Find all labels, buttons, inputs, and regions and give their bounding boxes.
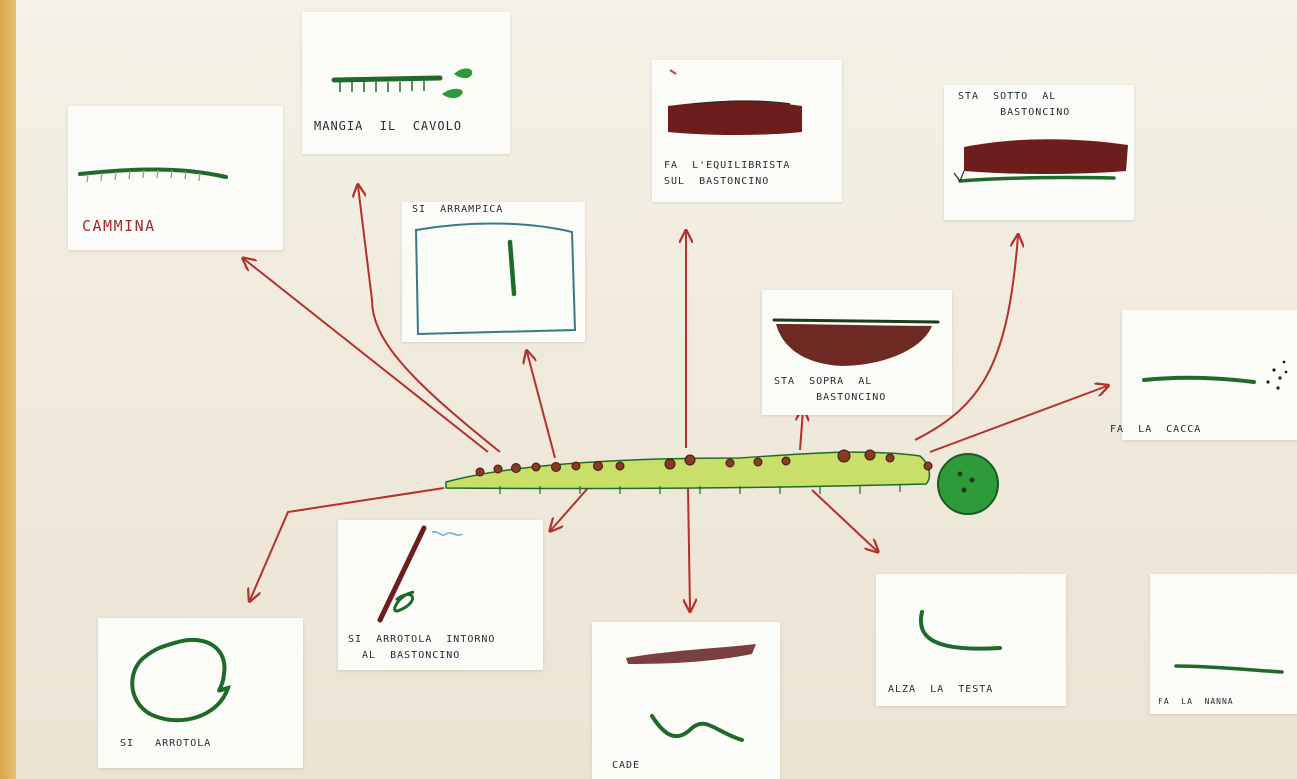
card-label-sotto: STA SOTTO AL BASTONCINO — [958, 89, 1070, 121]
card-label-mangia: MANGIA IL CAVOLO — [314, 118, 462, 134]
card-arrampica: SI ARRAMPICA — [402, 202, 585, 342]
poop-caterpillar-drawing — [1122, 310, 1297, 440]
card-label-cammina: CAMMINA — [82, 218, 156, 234]
card-sopra: STA SOPRA AL BASTONCINO — [762, 290, 952, 415]
climbing-caterpillar-drawing — [402, 202, 585, 342]
card-label-arrampica: SI ARRAMPICA — [412, 202, 503, 218]
card-equilibrista: FA L'EQUILIBRISTA SUL BASTONCINO — [652, 60, 842, 202]
card-nanna: FA LA NANNA — [1150, 574, 1297, 714]
card-label-sopra: STA SOPRA AL BASTONCINO — [774, 374, 886, 406]
card-label-equilibrista: FA L'EQUILIBRISTA SUL BASTONCINO — [664, 158, 790, 190]
card-label-arrotola: SI ARROTOLA — [120, 736, 211, 752]
card-arrotola-intorno: SI ARROTOLA INTORNO AL BASTONCINO — [338, 520, 543, 670]
card-cade: CADE — [592, 622, 780, 779]
card-testa: ALZA LA TESTA — [876, 574, 1066, 706]
sleeping-caterpillar-drawing — [1150, 574, 1297, 714]
card-label-cacca: FA LA CACCA — [1110, 422, 1201, 438]
caterpillar-drawing — [440, 438, 1010, 516]
card-cacca: FA LA CACCA — [1122, 310, 1297, 440]
card-label-cade: CADE — [612, 758, 640, 774]
card-label-testa: ALZA LA TESTA — [888, 682, 993, 698]
card-arrotola: SI ARROTOLA — [98, 618, 303, 768]
card-label-nanna: FA LA NANNA — [1158, 694, 1234, 710]
card-label-arrotola-intorno: SI ARROTOLA INTORNO AL BASTONCINO — [348, 632, 495, 664]
card-sotto: STA SOTTO AL BASTONCINO — [944, 85, 1134, 220]
falling-caterpillar-drawing — [592, 622, 780, 779]
card-cammina: CAMMINA — [68, 106, 283, 250]
card-mangia: MANGIA IL CAVOLO — [302, 12, 510, 154]
